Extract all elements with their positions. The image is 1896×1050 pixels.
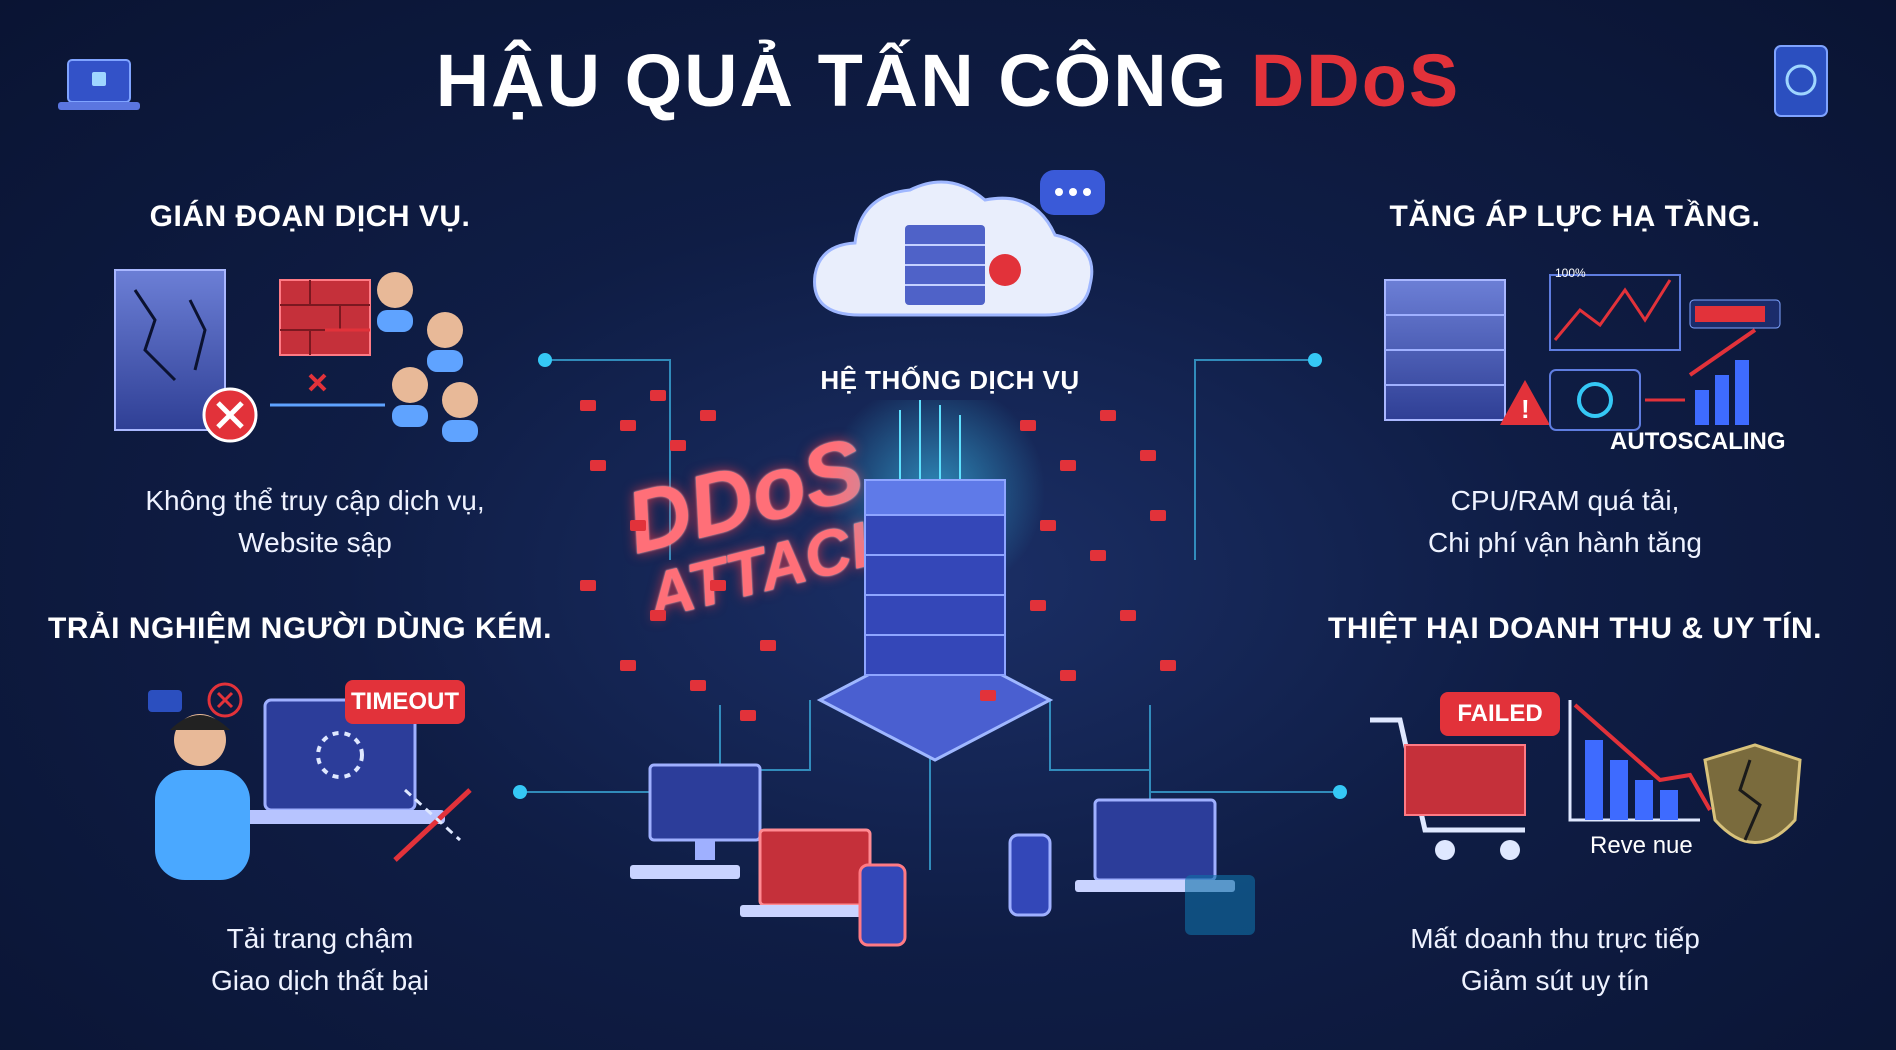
declining-revenue-chart-icon xyxy=(1568,700,1712,822)
failed-badge: FAILED xyxy=(1440,692,1560,736)
desktop-monitor-icon xyxy=(630,763,762,879)
infrastructure-description: CPU/RAM quá tải, Chi phí vận hành tăng xyxy=(1355,480,1775,564)
service-disruption-illustration xyxy=(114,269,478,443)
desc-line: Website sập xyxy=(238,527,392,558)
firewall-icon xyxy=(279,279,371,356)
desc-line: Mất doanh thu trực tiếp xyxy=(1410,923,1700,954)
shield-tablet-icon xyxy=(1774,45,1828,117)
broken-cable-icon xyxy=(393,788,472,862)
title-part2: DDoS xyxy=(1250,39,1461,122)
service-system-label: HỆ THỐNG DỊCH VỤ xyxy=(820,365,1080,395)
loading-spinner-icon xyxy=(316,731,364,779)
section-title-infrastructure-pressure: TĂNG ÁP LỰC HẠ TẦNG. xyxy=(1389,200,1761,233)
laptop-icon xyxy=(235,698,445,824)
error-circle-icon xyxy=(207,682,243,718)
network-node-icon xyxy=(1185,875,1255,935)
cloud-service-icon xyxy=(813,180,1094,317)
desc-line: Tải trang chậm xyxy=(226,923,414,954)
desc-line: Giao dịch thất bại xyxy=(211,965,429,996)
svg-text:!: ! xyxy=(1521,394,1530,424)
autoscaling-label: AUTOSCALING xyxy=(1610,428,1786,455)
warning-icon xyxy=(1500,380,1550,425)
cpu-chart-icon xyxy=(1549,274,1681,351)
desc-line: Giảm sút uy tín xyxy=(1460,965,1650,996)
chat-icon xyxy=(1040,170,1105,215)
section-title-revenue-reputation-loss: THIỆT HẠI DOANH THU & UY TÍN. xyxy=(1328,612,1822,645)
scaling-bars-icon xyxy=(1688,328,1757,425)
desc-line: CPU/RAM quá tải, xyxy=(1450,485,1680,516)
revenue-loss-illustration xyxy=(1370,700,1802,860)
chat-bubble-icon xyxy=(148,690,182,712)
section-title-poor-user-experience: TRẢI NGHIỆM NGƯỜI DÙNG KÉM. xyxy=(48,612,552,645)
central-server-tower xyxy=(816,400,1054,762)
user-person-icon xyxy=(155,714,250,880)
shopping-cart-icon xyxy=(1370,717,1526,860)
revenue-loss-description: Mất doanh thu trực tiếp Giảm sút uy tín xyxy=(1345,918,1765,1002)
revenue-label: Reve nue xyxy=(1590,832,1693,859)
user-experience-description: Tải trang chậm Giao dịch thất bại xyxy=(110,918,530,1002)
desc-line: Chi phí vận hành tăng xyxy=(1428,527,1702,558)
overloaded-server-icon xyxy=(1384,279,1506,421)
service-disruption-description: Không thể truy cập dịch vụ, Website sập xyxy=(105,480,525,564)
desc-line: Không thể truy cập dịch vụ, xyxy=(145,485,485,516)
phone-icon xyxy=(858,863,907,947)
attack-packets xyxy=(580,390,1176,721)
client-devices xyxy=(630,763,1255,947)
title-part1: HẬU QUẢ TẤN CÔNG xyxy=(435,39,1229,122)
main-title: HẬU QUẢ TẤN CÔNG DDoS xyxy=(0,38,1896,123)
user-experience-illustration xyxy=(148,682,472,880)
users-group-icon xyxy=(377,272,478,442)
chart-percent-label: 100% xyxy=(1555,266,1586,280)
timeout-badge: TIMEOUT xyxy=(345,680,465,724)
mobile-icon xyxy=(1008,833,1052,917)
infrastructure-illustration: ! xyxy=(1384,274,1781,431)
section-title-service-disruption: GIÁN ĐOẠN DỊCH VỤ. xyxy=(149,200,471,233)
cracked-shield-icon xyxy=(1703,743,1802,844)
power-icon xyxy=(1549,369,1641,431)
security-laptop-icon xyxy=(58,59,140,110)
